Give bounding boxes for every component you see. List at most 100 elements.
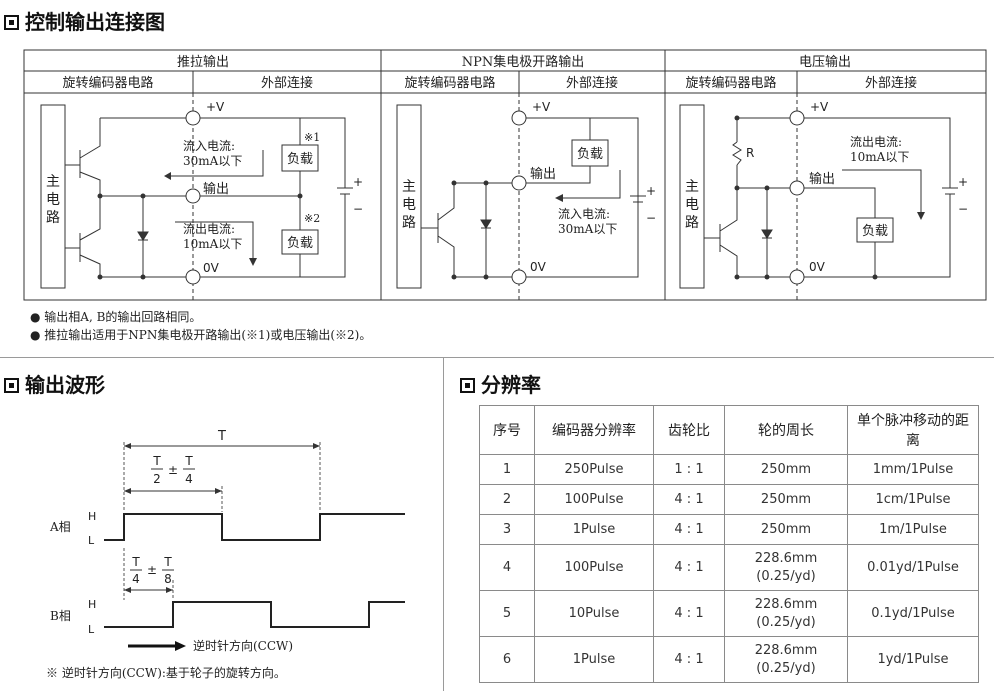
output-label: 输出 (530, 166, 556, 182)
sub-header: 旋转编码器电路 (62, 75, 153, 91)
encoder-resolution: 100Pulse (534, 544, 654, 591)
main-circuit-box (396, 104, 422, 289)
table-header-row: 序号 编码器分辨率 齿轮比 轮的周长 单个脉冲移动的距离 (479, 405, 979, 455)
main-circuit-label: 电 (402, 197, 416, 213)
table-row: 4 100Pulse 4 : 1 228.6mm(0.25/yd) 0.01yd… (479, 544, 979, 591)
encoder-resolution: 1Pulse (534, 514, 654, 545)
plus-label: + (958, 175, 968, 189)
period-label: T (217, 429, 226, 444)
minus-label: − (958, 202, 968, 216)
output-label: 输出 (203, 181, 229, 197)
waveform-footnote: ※ 逆时针方向(CCW):基于轮子的旋转方向。 (46, 665, 286, 680)
control-output-title-text: 控制输出连接图 (25, 10, 165, 34)
phase-b-wave (104, 601, 405, 628)
sub-header: 外部连接 (566, 75, 618, 91)
minus-label: − (646, 211, 656, 225)
column-header: 序号 (479, 405, 535, 455)
row-number: 4 (479, 544, 535, 591)
table-row: 5 10Pulse 4 : 1 228.6mm(0.25/yd) 0.1yd/1… (479, 590, 979, 637)
control-output-title: 控制输出连接图 (4, 6, 165, 35)
inflow-current-value: 30mA以下 (558, 222, 617, 236)
sub-header: 旋转编码器电路 (685, 75, 776, 91)
circumference-sub: (0.25/yd) (756, 568, 816, 584)
eighth-period-num: T (163, 555, 172, 569)
wheel-circumference: 228.6mm(0.25/yd) (724, 590, 848, 637)
table-row: 6 1Pulse 4 : 1 228.6mm(0.25/yd) 1yd/1Pul… (479, 636, 979, 683)
circumference-value: 228.6mm (754, 596, 818, 612)
encoder-resolution: 1Pulse (534, 636, 654, 683)
gear-ratio: 4 : 1 (653, 514, 725, 545)
plus-label: + (353, 175, 363, 189)
gear-ratio: 4 : 1 (653, 484, 725, 515)
table-row: 3 1Pulse 4 : 1 250mm 1m/1Pulse (479, 514, 979, 545)
vplus-label: +V (206, 100, 225, 114)
load-box (281, 144, 319, 172)
plus-minus: ± (168, 463, 178, 477)
phase-a-label: A相 (49, 520, 71, 534)
load-box (571, 139, 609, 167)
plus-minus: ± (147, 563, 157, 577)
sub-header: 旋转编码器电路 (404, 75, 495, 91)
distance-per-pulse: 1mm/1Pulse (847, 454, 979, 485)
waveform-title-text: 输出波形 (25, 373, 105, 397)
quarter-period-num: T (184, 454, 193, 468)
inflow-current-label: 流入电流: (558, 207, 610, 221)
main-circuit-box (679, 104, 705, 289)
load-label: 负载 (862, 224, 888, 239)
gear-ratio: 4 : 1 (653, 636, 725, 683)
encoder-resolution: 10Pulse (534, 590, 654, 637)
main-circuit-box (40, 104, 66, 289)
circumference-value: 228.6mm (754, 642, 818, 658)
main-circuit-label: 路 (402, 215, 416, 231)
diagram-frame (23, 49, 987, 301)
phase-a-wave (104, 513, 405, 541)
column-header: 编码器分辨率 (534, 405, 654, 455)
mark2-label: ※2 (304, 212, 320, 225)
gear-ratio: 4 : 1 (653, 544, 725, 591)
column-divider (443, 357, 444, 691)
wheel-circumference: 250mm (724, 454, 848, 485)
main-circuit-label: 电 (46, 192, 60, 208)
inflow-current-value: 30mA以下 (183, 154, 242, 168)
main-circuit-label: 主 (402, 179, 416, 195)
zero-v-label: 0V (530, 260, 547, 274)
inflow-current-label: 流入电流: (183, 139, 235, 153)
plus-label: + (646, 184, 656, 198)
column-header: 轮的周长 (724, 405, 848, 455)
gear-ratio: 1 : 1 (653, 454, 725, 485)
note-line: ● 推拉输出适用于NPN集电极开路输出(※1)或电压输出(※2)。 (30, 328, 372, 342)
circumference-value: 228.6mm (754, 550, 818, 566)
gear-ratio: 4 : 1 (653, 590, 725, 637)
table-row: 2 100Pulse 4 : 1 250mm 1cm/1Pulse (479, 484, 979, 515)
load-label: 负载 (287, 152, 313, 167)
load-box (281, 229, 319, 255)
section-square-icon (4, 15, 19, 30)
distance-per-pulse: 1yd/1Pulse (847, 636, 979, 683)
resolution-title: 分辨率 (460, 369, 541, 398)
main-circuit-label: 主 (46, 174, 60, 190)
waveform-title: 输出波形 (4, 369, 105, 398)
vplus-label: +V (532, 100, 551, 114)
direction-label: 逆时针方向(CCW) (193, 638, 293, 653)
note-line: ● 输出相A, B的输出回路相同。 (30, 310, 202, 324)
outflow-current-label: 流出电流: (850, 135, 902, 149)
outflow-current-value: 10mA以下 (850, 150, 909, 164)
section-square-icon (460, 378, 475, 393)
column-header: 齿轮比 (653, 405, 725, 455)
sub-header: 外部连接 (865, 75, 917, 91)
output-waveform-diagram: T T 2 ± T 4 A相 H L T 4 ± T 8 B相 H L 逆时针方… (46, 429, 405, 680)
wheel-circumference: 228.6mm(0.25/yd) (724, 636, 848, 683)
eighth-period-den: 8 (164, 572, 172, 586)
phase-a-low: L (88, 534, 95, 547)
group-header-push-pull: 推拉输出 (177, 54, 229, 70)
main-circuit-label: 路 (685, 215, 699, 231)
half-period-num: T (152, 454, 161, 468)
half-period-den: 2 (153, 472, 161, 486)
outflow-current-label: 流出电流: (183, 222, 235, 236)
row-number: 5 (479, 590, 535, 637)
quarter-period-den: 4 (132, 572, 140, 586)
resolution-title-text: 分辨率 (481, 373, 541, 397)
mark1-label: ※1 (304, 131, 320, 144)
table-row: 1 250Pulse 1 : 1 250mm 1mm/1Pulse (479, 454, 979, 485)
zero-v-label: 0V (809, 260, 826, 274)
